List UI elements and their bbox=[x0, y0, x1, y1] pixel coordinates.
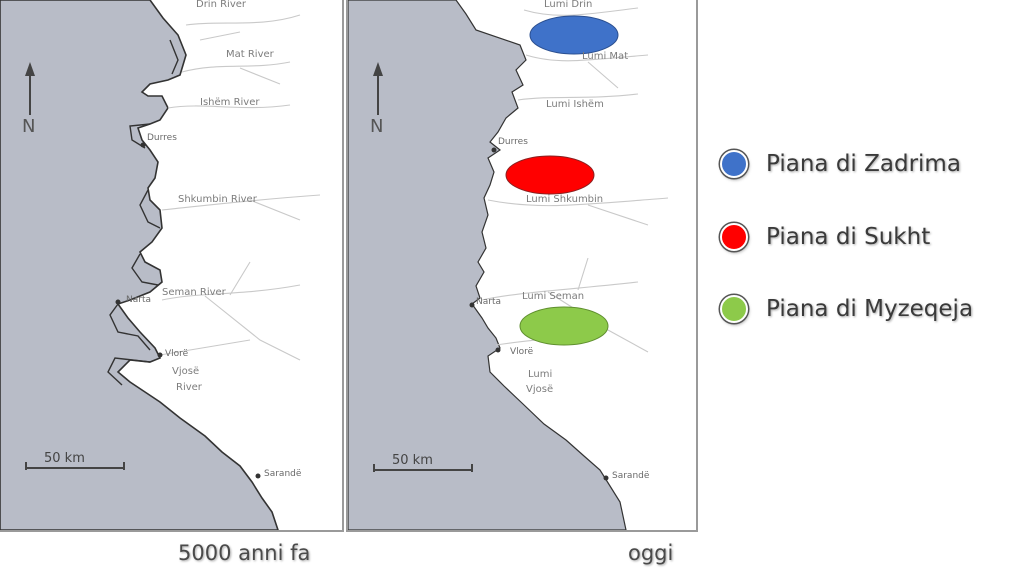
legend-label-zadrima: Piana di Zadrima bbox=[766, 151, 961, 177]
scale-bar-past bbox=[25, 462, 125, 470]
zadrima-plain-area bbox=[529, 15, 619, 55]
label-shkumbin-river: Shkumbin River bbox=[178, 194, 257, 205]
sukht-plain-area bbox=[505, 155, 595, 195]
label-drin-river: Drin River bbox=[196, 0, 247, 10]
label-narta: Narta bbox=[476, 297, 501, 307]
map-5000-years-ago: N 50 km Drin River Mat River Ishëm River… bbox=[0, 0, 344, 532]
label-lumi-mat: Lumi Mat bbox=[582, 51, 629, 62]
legend-item-sukht: Piana di Sukht bbox=[720, 218, 930, 256]
north-label: N bbox=[370, 116, 384, 137]
myzeqeja-swatch bbox=[720, 295, 748, 323]
label-lumi: Lumi bbox=[528, 369, 553, 380]
label-durres: Durres bbox=[498, 137, 528, 147]
label-sarande: Sarandë bbox=[264, 469, 302, 479]
coastline-past bbox=[0, 0, 321, 530]
legend-label-sukht: Piana di Sukht bbox=[766, 224, 931, 250]
label-sarande: Sarandë bbox=[612, 471, 650, 481]
label-vjose: Vjosë bbox=[526, 384, 554, 395]
coastline-today bbox=[348, 0, 669, 530]
caption-today: oggi bbox=[628, 541, 674, 565]
label-lumi-drin: Lumi Drin bbox=[544, 0, 593, 10]
label-ishem-river: Ishëm River bbox=[200, 97, 260, 108]
label-lumi-shkumbin: Lumi Shkumbin bbox=[526, 194, 604, 205]
myzeqeja-plain-area bbox=[519, 306, 609, 346]
legend-item-zadrima: Piana di Zadrima bbox=[720, 145, 961, 183]
label-durres: Durres bbox=[147, 133, 177, 143]
town-markers-today bbox=[469, 147, 609, 481]
label-vlore: Vlorë bbox=[165, 349, 189, 359]
legend-label-myzeqeja: Piana di Myzeqeja bbox=[766, 296, 974, 322]
north-arrow-today bbox=[373, 62, 383, 115]
label-vlore: Vlorë bbox=[510, 347, 534, 357]
label-narta: Narta bbox=[126, 295, 151, 305]
label-vjose: Vjosë bbox=[172, 366, 200, 377]
map-today: N 50 km Lumi Drin Lumi Mat Lumi Ishëm Du… bbox=[346, 0, 698, 532]
scale-label: 50 km bbox=[44, 451, 85, 466]
label-lumi-ishem: Lumi Ishëm bbox=[546, 99, 604, 110]
sukht-swatch bbox=[720, 223, 748, 251]
caption-5000-years-ago: 5000 anni fa bbox=[178, 541, 311, 565]
scale-bar-today bbox=[373, 464, 473, 472]
north-arrow-past bbox=[25, 62, 35, 115]
label-vjose-river: River bbox=[176, 382, 202, 393]
town-markers-past bbox=[115, 142, 261, 479]
north-label: N bbox=[22, 116, 36, 137]
sea-area bbox=[0, 0, 279, 530]
zadrima-swatch bbox=[720, 150, 748, 178]
legend-item-myzeqeja: Piana di Myzeqeja bbox=[720, 290, 973, 328]
label-mat-river: Mat River bbox=[226, 49, 274, 60]
label-lumi-seman: Lumi Seman bbox=[522, 291, 585, 302]
label-seman-river: Seman River bbox=[162, 287, 226, 298]
scale-label: 50 km bbox=[392, 453, 433, 468]
rivers-past bbox=[159, 14, 321, 361]
sea-area bbox=[348, 0, 627, 530]
old-lagoons bbox=[107, 39, 179, 386]
